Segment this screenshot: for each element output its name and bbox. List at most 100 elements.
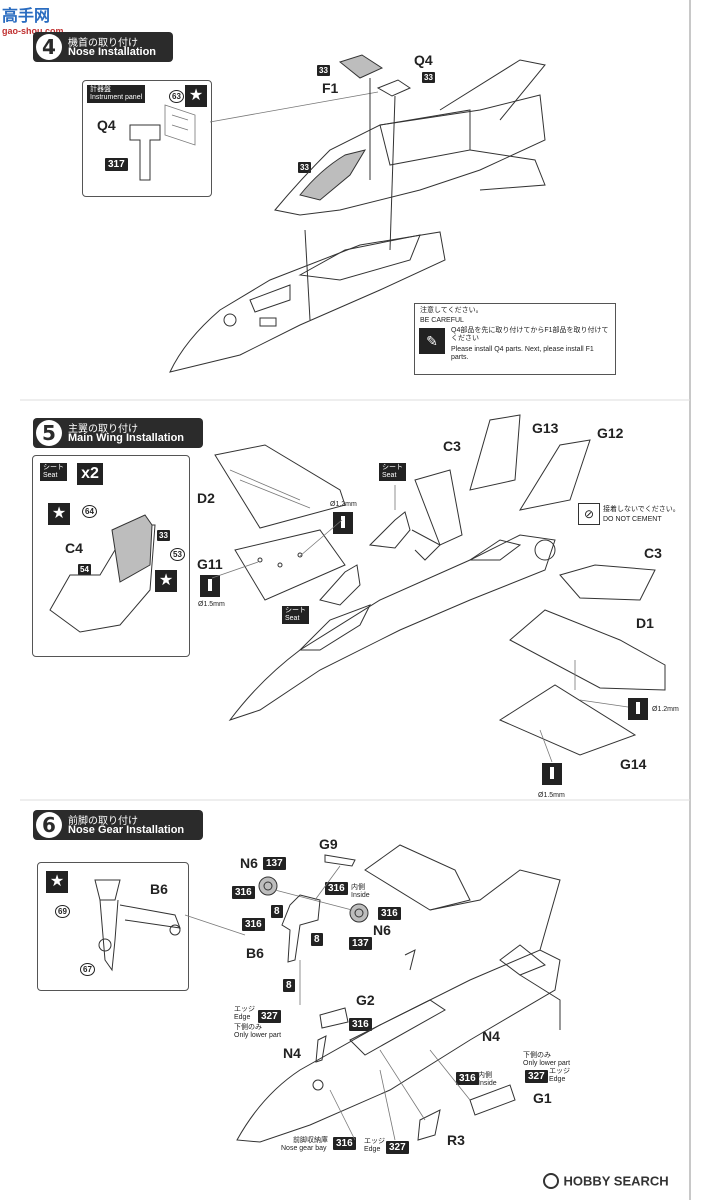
part-label-f1: F1	[322, 80, 339, 96]
drill-size-12b: Ø1.2mm	[652, 706, 679, 713]
caution-body-en: Please install Q4 parts. Next, please in…	[451, 346, 594, 361]
step-number: 5	[36, 420, 62, 446]
step-4-drawing	[129, 54, 546, 373]
caution-jp: 注意してください。	[420, 307, 483, 314]
part-number-316-a: 316	[232, 886, 255, 899]
part-label-c4: C4	[65, 540, 83, 556]
part-label-g11: G11	[197, 556, 223, 572]
part-label-n6-a: N6	[240, 855, 258, 871]
seat-tag: シート Seat	[40, 463, 67, 481]
part-label-g2: G2	[356, 992, 375, 1008]
drill-size-15b: Ø1.5mm	[538, 792, 565, 799]
no-cement-jp: 接着しないでください。	[603, 506, 680, 513]
part-number-8-b: 8	[311, 933, 323, 946]
part-label-c3-a: C3	[443, 438, 461, 454]
step-title-jp: 前脚の取り付け	[68, 816, 138, 827]
part-number-33-b: 33	[422, 72, 435, 83]
part-number-316-d: 316	[378, 907, 401, 920]
inside-en: Inside	[351, 892, 370, 899]
bay-jp: 前脚収納庫	[293, 1137, 328, 1144]
footer-brand-text: HOBBY SEARCH	[563, 1173, 669, 1189]
part-number-33-a: 33	[317, 65, 330, 76]
seat-tag-en: Seat	[43, 472, 58, 479]
part-number-137-b: 137	[349, 937, 372, 950]
star-icon: ★	[46, 871, 68, 893]
lower2-jp: 下側のみ	[523, 1052, 551, 1059]
part-number-137-a: 137	[263, 857, 286, 870]
step-5-drawing	[49, 414, 666, 763]
part-number-316-e: 316	[349, 1018, 372, 1031]
part-label-g1: G1	[533, 1090, 552, 1106]
part-number-316-f: 316	[456, 1072, 479, 1085]
part-number-54: 54	[78, 564, 91, 575]
part-number-327-b: 327	[525, 1070, 548, 1083]
watermark-url: gao-shou.com	[2, 26, 64, 36]
watermark-text: 高手网	[2, 6, 51, 25]
instrument-panel-inset: 計器盤 Instrument panel ★	[82, 80, 212, 197]
glue-icon: ✎	[419, 328, 445, 354]
instrument-panel-label: 計器盤 Instrument panel	[87, 85, 146, 103]
edge-jp: エッジ	[234, 1006, 255, 1013]
part-number-33: 33	[157, 530, 170, 541]
inside-jp: 内側	[351, 884, 365, 891]
star-icon: ★	[155, 570, 177, 592]
part-label-q4: Q4	[414, 52, 433, 68]
edge2-jp: エッジ	[549, 1068, 570, 1075]
step-title-jp: 機首の取り付け	[68, 38, 138, 49]
part-number-33-c: 33	[298, 162, 311, 173]
drill-icon	[628, 698, 648, 720]
part-number-316-b: 316	[325, 882, 348, 895]
drill-icon	[333, 512, 353, 534]
edge3-en: Edge	[364, 1146, 381, 1153]
seat-tag-3: シート Seat	[282, 606, 309, 624]
step-title-jp: 主翼の取り付け	[68, 424, 138, 435]
inside2-jp: 内側	[478, 1072, 492, 1079]
part-number-316-g: 316	[333, 1137, 356, 1150]
seat-tag-2: シート Seat	[379, 463, 406, 481]
edge2-en: Edge	[549, 1076, 566, 1083]
edge3-jp: エッジ	[364, 1138, 385, 1145]
lower-jp: 下側のみ	[234, 1024, 262, 1031]
step-6-header: 6 前脚の取り付け Nose Gear Installation	[33, 810, 203, 840]
seat-tag-jp: シート	[285, 607, 306, 614]
part-label-b6: B6	[246, 945, 264, 961]
part-label-q4-inset: Q4	[97, 117, 116, 133]
part-number-327-c: 327	[386, 1141, 409, 1154]
caution-body-jp: Q4部品を先に取り付けてからF1部品を取り付けてください	[451, 327, 609, 342]
drill-icon	[200, 575, 220, 597]
lower2-en: Only lower part	[523, 1060, 571, 1067]
part-label-g13: G13	[532, 420, 559, 436]
part-number-69: 69	[55, 905, 70, 918]
part-number-8-c: 8	[283, 979, 295, 992]
bay-en: Nose gear bay	[281, 1145, 327, 1152]
drill-size-12: Ø1.2mm	[330, 501, 357, 508]
part-label-n6-b: N6	[373, 922, 391, 938]
seat-tag-en: Seat	[285, 615, 300, 622]
part-number-317: 317	[105, 158, 128, 171]
seat-tag-en: Seat	[382, 472, 397, 479]
seat-tag-jp: シート	[43, 464, 64, 471]
part-number-63: 63	[169, 90, 184, 103]
part-number-67: 67	[80, 963, 95, 976]
step-title-en: Nose Gear Installation	[68, 824, 185, 836]
inside2-en: Inside	[478, 1080, 497, 1087]
part-number-53: 53	[170, 548, 185, 561]
part-number-316-c: 316	[242, 918, 265, 931]
star-icon: ★	[185, 85, 207, 107]
part-label-g9: G9	[319, 836, 338, 852]
step-number: 6	[36, 812, 62, 838]
part-label-c3-b: C3	[644, 545, 662, 561]
no-cement-en: DO NOT CEMENT	[603, 516, 662, 523]
seat-tag-jp: シート	[382, 464, 403, 471]
step-title-en: Nose Installation	[68, 46, 157, 58]
part-label-r3: R3	[447, 1132, 465, 1148]
drill-size-15: Ø1.5mm	[198, 601, 225, 608]
caution-note: 注意してください。 BE CAREFUL ✎ Q4部品を先に取り付けてからF1部…	[414, 303, 616, 375]
part-label-n4-a: N4	[283, 1045, 301, 1061]
step-number: 4	[36, 34, 62, 60]
part-label-d1: D1	[636, 615, 654, 631]
part-number-64: 64	[82, 505, 97, 518]
edge-en: Edge	[234, 1014, 251, 1021]
part-label-b6-inset: B6	[150, 881, 168, 897]
